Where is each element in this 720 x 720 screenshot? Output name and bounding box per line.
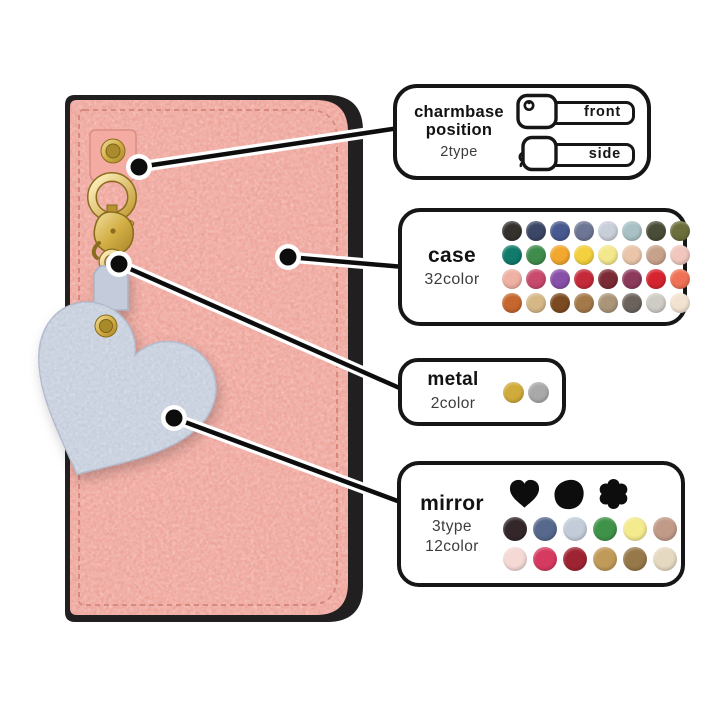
color-swatch [526, 221, 546, 241]
phone-ring-front-icon [516, 93, 558, 129]
callout-line-metal [116, 261, 407, 393]
color-swatch [646, 221, 666, 241]
color-swatch [502, 269, 522, 289]
metal-title: metal [427, 368, 479, 390]
color-swatch [502, 293, 522, 313]
color-swatch [528, 381, 549, 403]
color-swatch [550, 269, 570, 289]
color-swatch [574, 221, 594, 241]
color-swatch [623, 547, 647, 571]
metal-subtitle: 2color [430, 394, 476, 412]
color-swatch [623, 517, 647, 541]
color-swatch [646, 245, 666, 265]
circle-shape-icon [554, 479, 584, 509]
color-swatch [563, 547, 587, 571]
color-swatch [526, 293, 546, 313]
color-swatch [598, 293, 618, 313]
color-swatch [670, 269, 690, 289]
charmbase-option-side: side [515, 135, 637, 172]
color-swatch [670, 293, 690, 313]
case-color-swatches [502, 221, 690, 313]
color-swatch [502, 221, 522, 241]
color-swatch [563, 517, 587, 541]
color-swatch [670, 245, 690, 265]
callout-dot-mirror [165, 409, 183, 427]
color-swatch [550, 245, 570, 265]
color-swatch [574, 245, 594, 265]
charm-hardware [87, 129, 137, 276]
color-swatch [550, 221, 570, 241]
color-swatch [622, 293, 642, 313]
mirror-subtitle-type: 3type [432, 518, 472, 536]
color-swatch [503, 547, 527, 571]
metal-color-swatches [503, 381, 549, 403]
charmbase-option-front: front [515, 93, 637, 130]
lobster-clasp [91, 204, 135, 260]
color-swatch [533, 547, 557, 571]
color-swatch [598, 221, 618, 241]
case-title: case [428, 243, 476, 267]
charmbase-title-line1: charmbase [414, 102, 504, 121]
mirror-callout: mirror 3type 12color [397, 461, 685, 587]
heart-shape-icon [509, 479, 540, 508]
color-swatch [653, 517, 677, 541]
color-swatch [598, 245, 618, 265]
callout-dot-case [279, 248, 297, 266]
case-color-callout: case 32color [398, 208, 690, 326]
color-swatch [503, 517, 527, 541]
charmbase-position-callout: charmbase position 2type front side [393, 84, 651, 180]
callout-dot-charmbase [130, 158, 148, 176]
color-swatch [574, 293, 594, 313]
color-swatch [550, 293, 570, 313]
callout-line-case [285, 254, 407, 270]
heart-rivet-center [99, 319, 113, 333]
tab-rivet-center [105, 143, 121, 159]
color-swatch [622, 245, 642, 265]
callout-dot-metal [110, 255, 128, 273]
color-swatch [526, 269, 546, 289]
callout-lines [106, 122, 410, 509]
mirror-subtitle-color: 12color [425, 537, 479, 555]
color-swatch [533, 517, 557, 541]
color-swatch [670, 221, 690, 241]
color-swatch [526, 245, 546, 265]
color-swatch [503, 381, 524, 403]
phone-case [65, 95, 363, 622]
charmbase-subtitle: 2type [440, 143, 478, 160]
color-swatch [646, 293, 666, 313]
color-swatch [622, 269, 642, 289]
callout-line-charmbase [136, 125, 402, 170]
phone-ring-side-icon [518, 135, 558, 171]
case-subtitle: 32color [424, 270, 480, 288]
charmbase-title-line2: position [425, 121, 493, 140]
color-swatch [574, 269, 594, 289]
color-swatch [502, 245, 522, 265]
mirror-shape-options [508, 477, 677, 511]
flower-shape-icon [599, 479, 628, 509]
mirror-title: mirror [420, 492, 484, 516]
mirror-color-swatches [503, 517, 677, 571]
callout-line-mirror [171, 415, 406, 506]
metal-color-callout: metal 2color [398, 358, 566, 426]
color-swatch [593, 517, 617, 541]
color-swatch [622, 221, 642, 241]
case-stitching [78, 109, 338, 606]
color-swatch [598, 269, 618, 289]
color-swatch [593, 547, 617, 571]
color-swatch [646, 269, 666, 289]
color-swatch [653, 547, 677, 571]
